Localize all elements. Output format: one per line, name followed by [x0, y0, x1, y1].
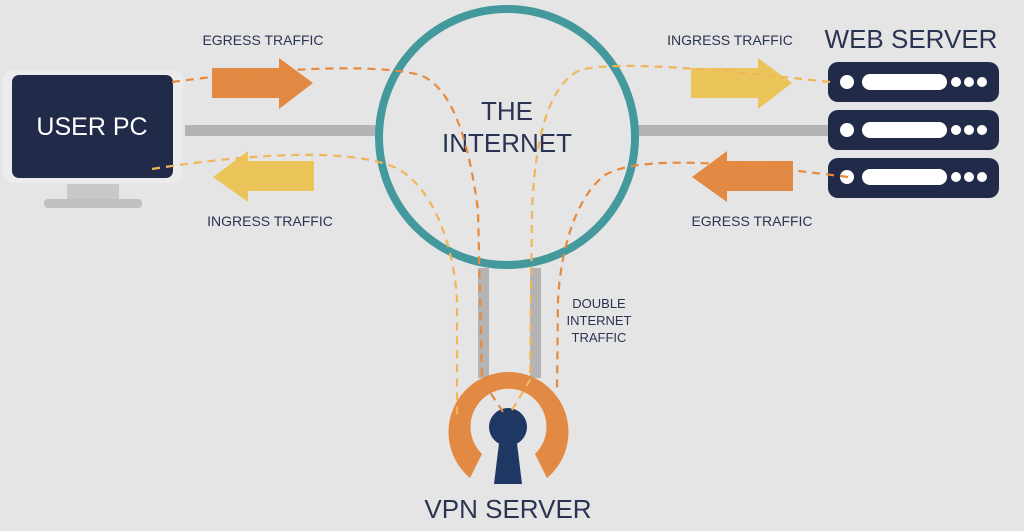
link-internet-vpn-right	[530, 268, 541, 378]
monitor-stand	[67, 184, 119, 200]
pc-egress-label: EGRESS TRAFFIC	[202, 32, 323, 48]
monitor-icon	[12, 75, 173, 178]
path-vpn-to-server-ingress	[511, 64, 831, 411]
annotation-line1: DOUBLE	[572, 296, 626, 311]
path-server-egress-to-vpn	[555, 161, 849, 391]
arrow-left-icon	[692, 151, 793, 202]
internet-node: THE INTERNET	[375, 5, 639, 269]
link-pc-internet	[185, 125, 380, 136]
web-server-label: WEB SERVER	[825, 24, 998, 54]
internet-circle-icon	[375, 5, 639, 269]
arrow-left-icon	[213, 151, 314, 202]
user-pc-label: USER PC	[36, 113, 147, 141]
user-pc-node: USER PC	[3, 70, 183, 208]
path-pc-egress-to-vpn	[171, 67, 506, 416]
monitor-base	[44, 199, 142, 208]
arrow-right-icon	[691, 58, 792, 109]
openvpn-keyhole-icon	[448, 371, 569, 484]
server-egress-flow: EGRESS TRAFFIC	[691, 151, 813, 229]
annotation-line2: INTERNET	[567, 313, 632, 328]
server-unit	[828, 110, 999, 150]
server-ingress-flow: INGRESS TRAFFIC	[667, 32, 793, 109]
server-unit	[828, 62, 999, 102]
arrow-right-icon	[212, 58, 313, 109]
internet-label-line1: THE	[481, 96, 533, 126]
path-pc-ingress-from-vpn	[151, 153, 459, 420]
pc-ingress-flow: INGRESS TRAFFIC	[207, 151, 333, 229]
internet-label-line2: INTERNET	[442, 128, 572, 158]
link-internet-server	[638, 125, 833, 136]
vpn-server-node: VPN SERVER	[424, 371, 592, 524]
server-rack-icon	[828, 62, 999, 198]
double-traffic-annotation: DOUBLE INTERNET TRAFFIC	[567, 296, 632, 345]
annotation-line3: TRAFFIC	[572, 330, 627, 345]
vpn-server-label: VPN SERVER	[424, 494, 591, 524]
server-ingress-label: INGRESS TRAFFIC	[667, 32, 793, 48]
link-internet-vpn-left	[478, 268, 489, 378]
server-unit	[828, 158, 999, 198]
server-egress-label: EGRESS TRAFFIC	[691, 213, 812, 229]
pc-ingress-label: INGRESS TRAFFIC	[207, 213, 333, 229]
web-server-node: WEB SERVER	[825, 24, 999, 198]
pc-egress-flow: EGRESS TRAFFIC	[202, 32, 324, 109]
